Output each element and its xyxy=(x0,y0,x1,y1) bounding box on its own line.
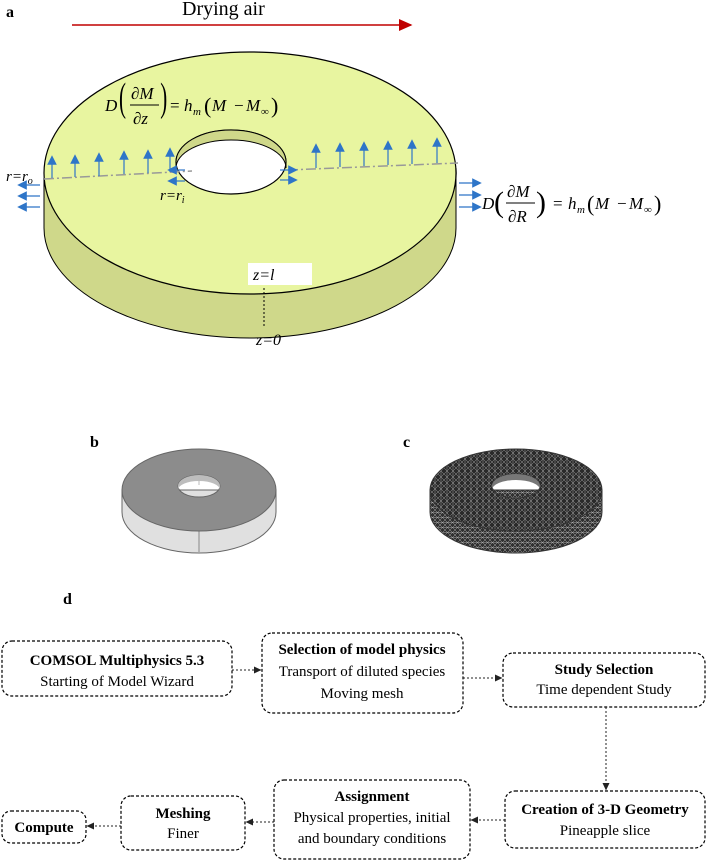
assignment-line-2: and boundary conditions xyxy=(298,831,446,847)
physics-line-2: Moving mesh xyxy=(321,686,404,702)
svg-text:=: = xyxy=(170,96,180,115)
svg-text:(: ( xyxy=(587,191,594,216)
z-top-label: z=l xyxy=(252,267,275,284)
svg-text:∂z: ∂z xyxy=(133,109,148,128)
assignment-line-1: Physical properties, initial xyxy=(293,810,450,826)
svg-text:(: ( xyxy=(204,93,211,118)
svg-text:h: h xyxy=(184,96,193,115)
svg-text:∞: ∞ xyxy=(261,106,269,118)
svg-text:∞: ∞ xyxy=(644,204,652,216)
geometry-title: Creation of 3-D Geometry xyxy=(521,802,689,818)
flow-box-comsol xyxy=(1,640,233,697)
flux-arrows-outer-right xyxy=(459,178,482,212)
z-top-bg xyxy=(248,263,312,285)
meshing-line-1: Finer xyxy=(167,826,199,842)
flux-arrows-outer-left xyxy=(17,180,40,212)
panel-c-label: c xyxy=(403,434,410,451)
svg-text:m: m xyxy=(193,106,201,118)
study-title: Study Selection xyxy=(555,662,654,678)
svg-text:M: M xyxy=(211,96,227,115)
panel-a: a Drying air xyxy=(6,0,661,349)
svg-text:−: − xyxy=(617,194,627,213)
svg-text:(: ( xyxy=(494,186,504,219)
physics-line-1: Transport of diluted species xyxy=(279,664,446,680)
svg-text:−: − xyxy=(234,96,244,115)
panel-b-label: b xyxy=(90,434,99,451)
section-line-right xyxy=(287,162,459,171)
assignment-title: Assignment xyxy=(334,789,409,805)
svg-text:D: D xyxy=(104,96,118,115)
geometry-line-1: Pineapple slice xyxy=(560,823,651,839)
svg-text:): ) xyxy=(654,191,661,216)
equation-top-surface: D ( ∂M ∂z ) = h m ( M − M ∞ ) xyxy=(104,74,278,128)
flow-box-meshing xyxy=(120,795,246,851)
flow-box-compute xyxy=(1,810,87,844)
section-line-left xyxy=(43,170,193,180)
svg-text:∂M: ∂M xyxy=(507,182,530,201)
equation-side-surface: D ( ∂M ∂R ) = h m ( M − M ∞ ) xyxy=(481,182,661,226)
panel-d: d COMSOL Multiphysics 5.3 Starting of Mo… xyxy=(1,591,706,860)
ring-inner-wall xyxy=(175,129,287,169)
r-outer-label: r=ro xyxy=(6,169,33,187)
flux-arrows-inner xyxy=(167,165,298,186)
r-inner-label: r=ri xyxy=(160,188,185,206)
comsol-line-1: Starting of Model Wizard xyxy=(40,674,194,690)
flow-box-study xyxy=(502,652,706,708)
flux-arrows-top-right xyxy=(311,137,442,168)
panel-b: b xyxy=(90,434,277,554)
mesh-inner-wall xyxy=(492,474,540,490)
svg-text:h: h xyxy=(568,194,577,213)
drying-air-label: Drying air xyxy=(182,0,265,20)
svg-text:D: D xyxy=(481,194,495,213)
geometry-inner-wall xyxy=(178,475,220,490)
svg-text:M: M xyxy=(594,194,610,213)
meshing-title: Meshing xyxy=(155,806,211,822)
svg-text:=: = xyxy=(553,194,563,213)
svg-text:M: M xyxy=(628,194,644,213)
svg-text:(: ( xyxy=(119,74,126,119)
ring-hole xyxy=(196,161,270,187)
flow-box-physics xyxy=(261,632,464,714)
physics-title: Selection of model physics xyxy=(278,642,445,658)
svg-text:): ) xyxy=(271,93,278,118)
svg-text:): ) xyxy=(160,74,167,119)
comsol-title: COMSOL Multiphysics 5.3 xyxy=(30,653,205,669)
svg-text:m: m xyxy=(577,204,585,216)
z-bottom-label: z=0 xyxy=(255,332,281,349)
panel-a-label: a xyxy=(6,4,14,21)
flow-box-assignment xyxy=(273,779,471,860)
flow-box-geometry xyxy=(504,790,706,849)
study-line-1: Time dependent Study xyxy=(536,682,672,698)
svg-text:): ) xyxy=(536,186,546,219)
panel-d-label: d xyxy=(63,591,72,608)
compute-title: Compute xyxy=(14,820,74,836)
svg-text:∂M: ∂M xyxy=(131,84,154,103)
svg-text:∂R: ∂R xyxy=(508,207,527,226)
svg-text:M: M xyxy=(245,96,261,115)
panel-c: c xyxy=(403,434,603,554)
